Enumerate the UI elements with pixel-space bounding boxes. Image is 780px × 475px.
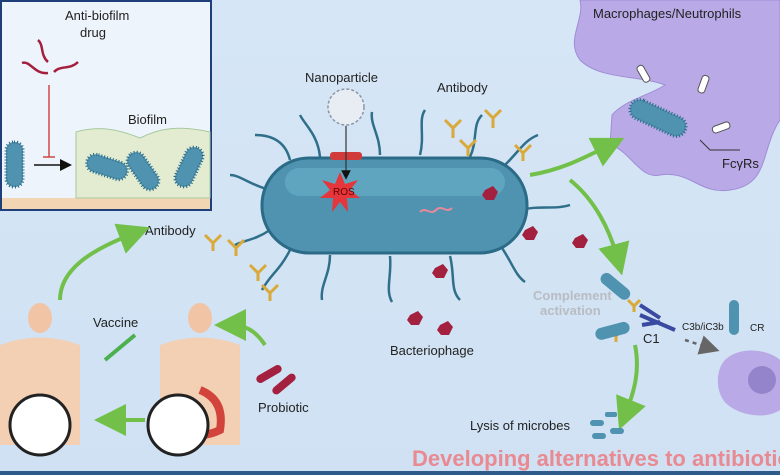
bacterium-icon (600, 272, 631, 300)
macrophage-neutrophil-cell: Macrophages/Neutrophils FcγRs (573, 0, 780, 192)
ros-label: ROS (333, 187, 355, 198)
c1-label: C1 (643, 331, 660, 346)
human-vaccinated (0, 303, 80, 457)
lysis-label: Lysis of microbes (470, 418, 570, 433)
biofilm-label: Biofilm (128, 112, 167, 127)
bacterium-icon (85, 152, 129, 182)
cr-label: CR (750, 323, 764, 334)
antibody-icons (203, 108, 642, 342)
syringe-icon (103, 333, 137, 362)
bacterium-icon (595, 321, 630, 340)
bacterium-icon (628, 98, 688, 138)
antibody-label-left: Antibody (145, 223, 196, 238)
bacteriophage-icons (407, 186, 588, 335)
bacterium-icon (125, 150, 161, 192)
bacterium-icon (4, 140, 25, 189)
gut-microbiome-icon (146, 393, 210, 457)
ros-star-icon (320, 172, 360, 212)
complement-label-2: activation (540, 303, 601, 318)
drug-molecule-icon (21, 39, 79, 75)
nanoparticle-icon (327, 88, 365, 126)
vaccine-label: Vaccine (93, 315, 138, 330)
bacteriophage-label: Bacteriophage (390, 343, 474, 358)
diagram-title: Developing alternatives to antibiotics (412, 446, 780, 471)
c3b-label: C3b/iC3b (682, 322, 724, 333)
c1-complex-icon (638, 303, 676, 332)
biofilm-inset: Anti-biofilm drug Biofilm (0, 0, 212, 211)
lysed-microbes-icon (590, 412, 624, 439)
bacterium-icon (173, 145, 205, 189)
macrophages-neutrophils-label: Macrophages/Neutrophils (593, 6, 742, 21)
gut-microbiome-icon (8, 393, 72, 457)
probiotic-bacteria-icon (256, 365, 296, 395)
bacterium-icon (729, 300, 739, 335)
antibody-label-top: Antibody (437, 80, 488, 95)
probiotic-label: Probiotic (258, 400, 309, 415)
large-bacterium: ROS (229, 109, 571, 303)
nanoparticle-label: Nanoparticle (305, 70, 378, 85)
complement-label: Complement (533, 288, 612, 303)
anti-biofilm-drug-label-2: drug (80, 25, 106, 40)
green-arrows (58, 137, 646, 436)
anti-biofilm-drug-label: Anti-biofilm (65, 8, 129, 23)
human-probiotic (146, 303, 240, 457)
fcgrs-label: FcγRs (722, 156, 759, 171)
